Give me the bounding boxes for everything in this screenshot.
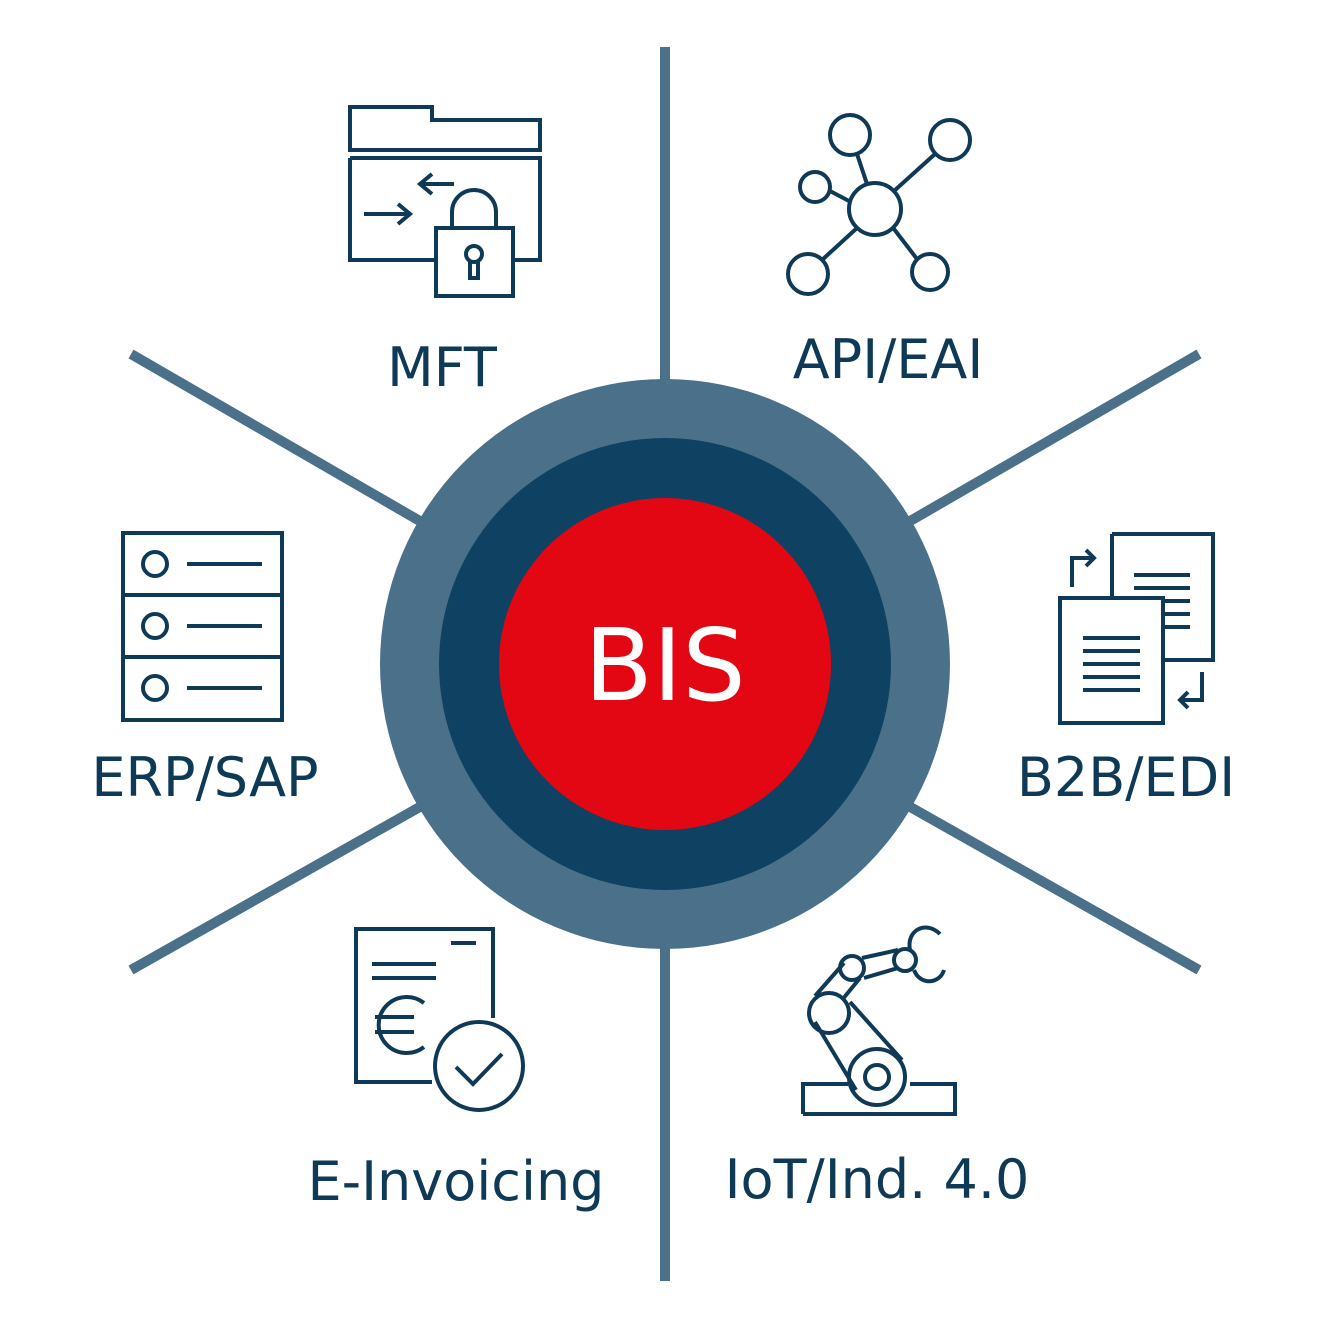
segment-label-mft: MFT (387, 336, 498, 399)
spoke-lower-right (902, 799, 1202, 975)
segment-label-b2b-edi: B2B/EDI (1017, 746, 1235, 809)
spoke-upper-right (902, 349, 1202, 529)
server-list-icon (121, 531, 284, 722)
folder-transfer-lock-icon (348, 105, 542, 298)
segment-label-iot: IoT/Ind. 4.0 (725, 1148, 1030, 1211)
document-exchange-icon (1058, 532, 1215, 725)
segment-label-e-invoicing: E-Invoicing (308, 1150, 605, 1213)
center-label: BIS (584, 607, 746, 724)
spokes (128, 47, 1202, 1281)
euro-invoice-check-icon (354, 927, 525, 1112)
segment-label-erp-sap: ERP/SAP (91, 746, 318, 809)
robot-arm-icon (801, 925, 957, 1116)
spoke-lower-left (128, 799, 428, 975)
spoke-upper-left (128, 349, 428, 529)
segment-label-api-eai: API/EAI (793, 328, 984, 391)
center-hub: BIS (380, 379, 950, 949)
core-circle (499, 498, 831, 830)
network-hub-icon (786, 113, 972, 296)
